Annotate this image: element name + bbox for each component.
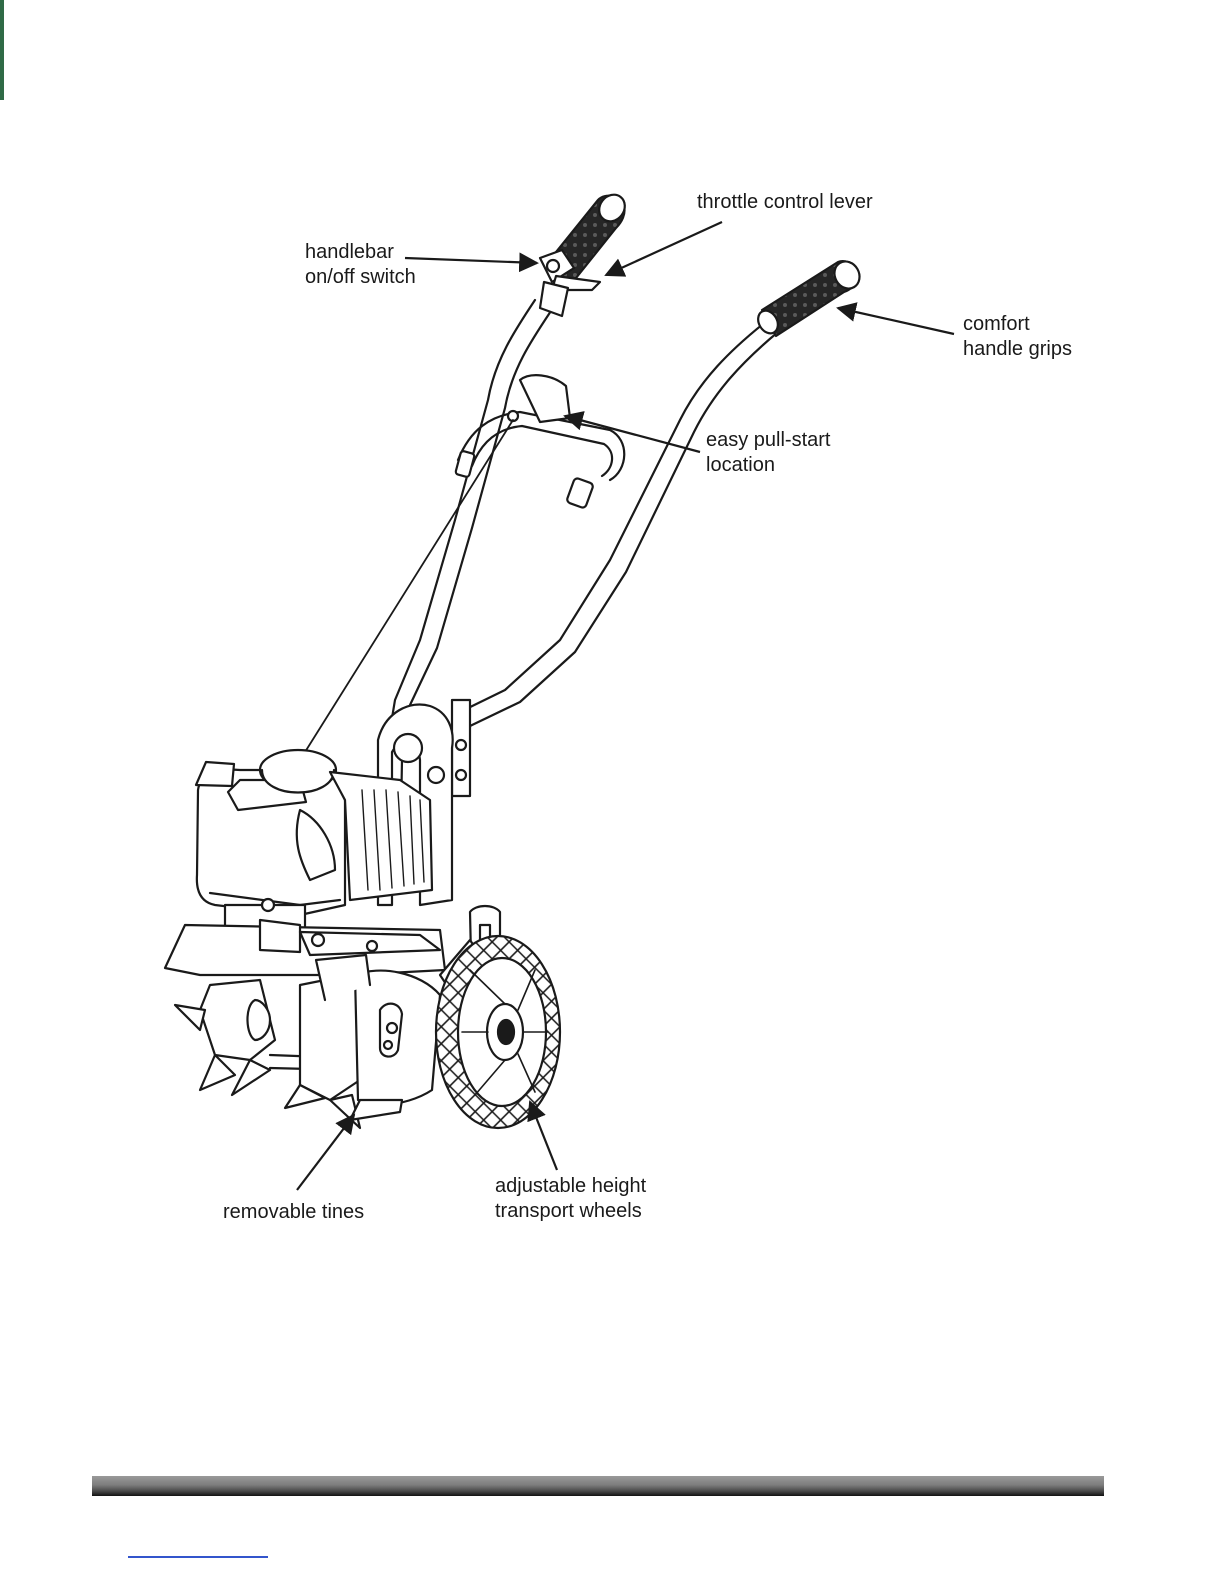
- label-line: handlebar: [305, 240, 416, 265]
- label-line: adjustable height: [495, 1174, 646, 1199]
- arrow-grips: [838, 308, 954, 334]
- tines-right: [285, 955, 440, 1128]
- label-line: comfort: [963, 312, 1072, 337]
- label-line: removable tines: [223, 1200, 364, 1225]
- label-easy-pull-start: easy pull-start location: [706, 428, 831, 478]
- footer-link-underline[interactable]: [128, 1556, 268, 1558]
- label-line: throttle control lever: [697, 190, 873, 215]
- label-comfort-handle-grips: comfort handle grips: [963, 312, 1072, 362]
- arrow-tines: [297, 1115, 354, 1190]
- arrow-switch: [405, 258, 537, 263]
- arrow-wheels: [530, 1102, 557, 1170]
- transport-wheel: [436, 936, 560, 1128]
- label-line: easy pull-start: [706, 428, 831, 453]
- label-transport-wheels: adjustable height transport wheels: [495, 1174, 646, 1224]
- label-throttle-control-lever: throttle control lever: [697, 190, 873, 215]
- label-handlebar-switch: handlebar on/off switch: [305, 240, 416, 290]
- tines-left: [175, 980, 275, 1095]
- crossbar: [455, 375, 624, 508]
- label-line: handle grips: [963, 337, 1072, 362]
- tiller-illustration: [165, 190, 864, 1128]
- right-handlebar: [452, 320, 778, 796]
- footer-rule: [92, 1476, 1104, 1496]
- label-line: location: [706, 453, 831, 478]
- label-line: on/off switch: [305, 265, 416, 290]
- tine-shield: [165, 920, 445, 975]
- right-grip: [754, 257, 864, 337]
- engine: [196, 750, 432, 933]
- label-line: transport wheels: [495, 1199, 646, 1224]
- label-removable-tines: removable tines: [223, 1200, 364, 1225]
- arrow-throttle: [606, 222, 722, 275]
